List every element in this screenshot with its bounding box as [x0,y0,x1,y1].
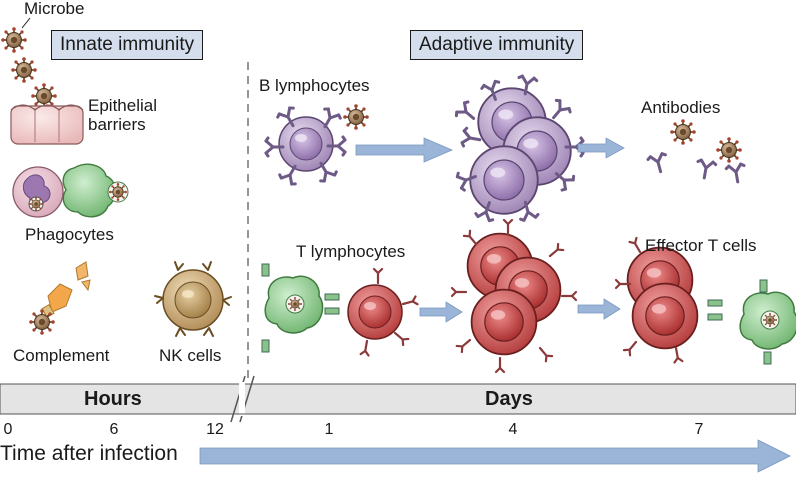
phagocytes-label: Phagocytes [25,225,114,244]
epithelial-barriers-label: Epithelial barriers [88,96,157,134]
tick-label: 4 [508,421,518,438]
epithelial-cell-icon [10,104,84,145]
complement-fragment-icon [41,261,91,319]
nk-cells-label: NK cells [159,346,222,365]
t-lymphocytes-label: T lymphocytes [296,242,406,261]
hours-label: Hours [84,388,142,410]
antibodies-label: Antibodies [641,98,721,117]
timeline-band [0,375,796,423]
t-lymphocyte-icon [450,218,578,374]
complement-label: Complement [13,346,110,365]
b-lymphocyte-icon [453,74,585,224]
nk-cell-icon [154,261,232,337]
adaptive-immunity-header: Adaptive immunity [410,30,584,60]
tick-label: 0 [3,421,13,438]
tick-label: 7 [694,421,704,438]
phagocyte-icon [12,163,129,218]
t-lymphocyte-icon [614,236,796,365]
innate-immunity-header: Innate immunity [51,30,204,60]
effector-t-cells-label: Effector T cells [645,236,757,255]
arrow-icon [355,137,625,323]
tick-label: 6 [109,421,119,438]
microbe-icon [0,26,58,110]
axis-title: Time after infection [0,442,178,465]
microbe-label: Microbe [24,0,85,18]
b-lymphocytes-label: B lymphocytes [259,76,370,95]
tick-label: 1 [324,421,334,438]
t-lymphocyte-icon [261,263,419,357]
days-label: Days [485,388,533,410]
tick-label: 12 [206,421,224,438]
b-lymphocyte-icon [264,104,347,188]
arrow-icon [199,439,791,473]
